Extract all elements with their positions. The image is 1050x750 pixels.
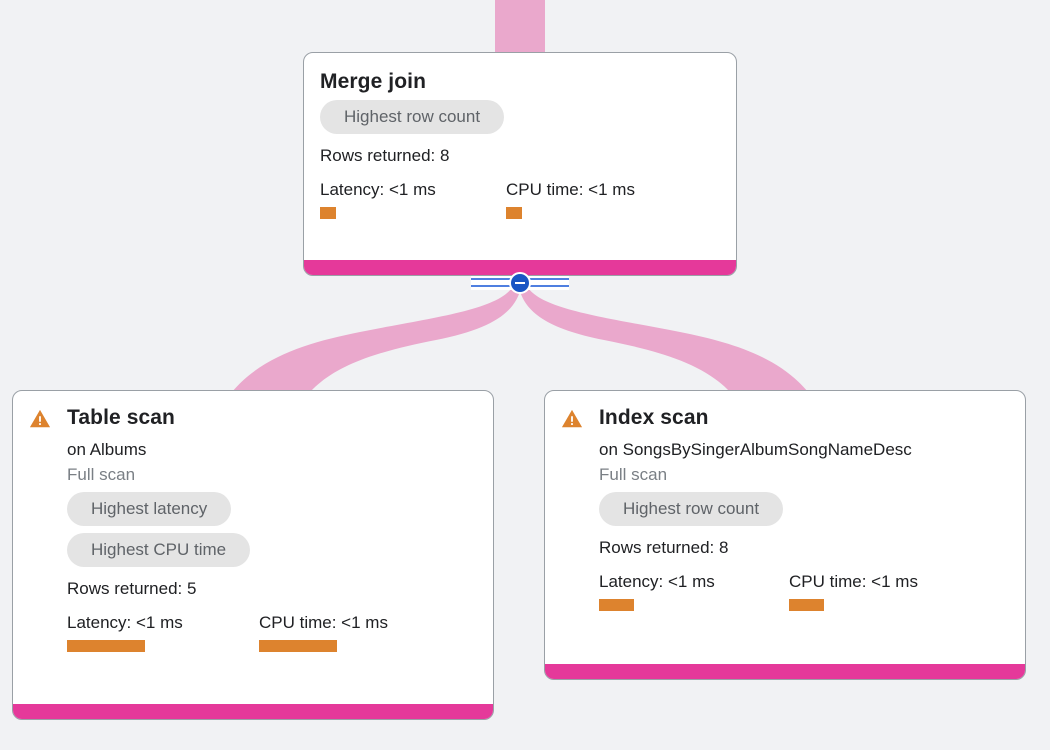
node-scan-type: Full scan	[67, 465, 136, 484]
node-merge-join-header: Merge join	[320, 69, 720, 95]
metric-latency-label: Latency: <1 ms	[320, 180, 436, 199]
metric-latency: Latency: <1 ms	[320, 179, 506, 219]
latency-bar	[67, 640, 145, 652]
node-subtitle: on Albums	[67, 440, 147, 459]
warning-triangle-icon	[561, 409, 583, 428]
warning-triangle-icon	[29, 409, 51, 428]
node-accent-bar	[13, 704, 493, 719]
rows-returned: Rows returned: 5	[67, 579, 197, 598]
metric-cpu-time: CPU time: <1 ms	[506, 179, 635, 219]
node-table-scan-chips: Highest latency Highest CPU time	[67, 492, 477, 574]
metric-cpu-time-label: CPU time: <1 ms	[506, 180, 635, 199]
chip-highest-row-count: Highest row count	[599, 492, 784, 526]
node-index-scan-body: Index scan on SongsBySingerAlbumSongName…	[545, 391, 1025, 664]
node-table-scan-header-text: Table scan on Albums Full scan Highest l…	[67, 405, 477, 652]
node-table-scan-body: Table scan on Albums Full scan Highest l…	[13, 391, 493, 704]
rows-returned: Rows returned: 8	[599, 538, 729, 557]
node-scan-type: Full scan	[599, 465, 668, 484]
node-table-scan-header: Table scan on Albums Full scan Highest l…	[29, 405, 477, 652]
node-table-scan-metrics: Latency: <1 ms CPU time: <1 ms	[67, 612, 477, 652]
chip-highest-latency: Highest latency	[67, 492, 232, 526]
cpu-time-bar	[789, 599, 824, 611]
edge-parent-to-merge-join	[495, 0, 545, 54]
edge-merge-join-to-index-scan	[519, 286, 808, 392]
node-merge-join[interactable]: Merge join Highest row count Rows return…	[303, 52, 737, 276]
node-subtitle: on SongsBySingerAlbumSongNameDesc	[599, 440, 912, 459]
chip-highest-row-count: Highest row count	[320, 100, 505, 134]
node-index-scan-header: Index scan on SongsBySingerAlbumSongName…	[561, 405, 1009, 611]
metric-cpu-time: CPU time: <1 ms	[259, 612, 388, 652]
metric-cpu-time-label: CPU time: <1 ms	[789, 572, 918, 591]
metric-cpu-time: CPU time: <1 ms	[789, 571, 918, 611]
node-merge-join-metrics: Latency: <1 ms CPU time: <1 ms	[320, 179, 720, 219]
chip-highest-cpu-time: Highest CPU time	[67, 533, 251, 567]
collapse-children-toggle[interactable]	[471, 272, 569, 294]
node-index-scan[interactable]: Index scan on SongsBySingerAlbumSongName…	[544, 390, 1026, 680]
node-index-scan-chips: Highest row count	[599, 492, 1009, 533]
node-merge-join-body: Merge join Highest row count Rows return…	[304, 53, 736, 260]
rows-returned: Rows returned: 8	[320, 146, 450, 165]
node-index-scan-header-text: Index scan on SongsBySingerAlbumSongName…	[599, 405, 1009, 611]
node-title: Index scan	[599, 406, 709, 429]
cpu-time-bar	[506, 207, 522, 219]
metric-latency: Latency: <1 ms	[67, 612, 259, 652]
metric-latency-label: Latency: <1 ms	[67, 613, 183, 632]
node-merge-join-chips: Highest row count	[320, 100, 720, 141]
node-merge-join-header-text: Merge join	[320, 69, 720, 95]
cpu-time-bar	[259, 640, 337, 652]
node-title: Table scan	[67, 406, 175, 429]
node-accent-bar	[545, 664, 1025, 679]
node-table-scan[interactable]: Table scan on Albums Full scan Highest l…	[12, 390, 494, 720]
latency-bar	[320, 207, 336, 219]
node-index-scan-metrics: Latency: <1 ms CPU time: <1 ms	[599, 571, 1009, 611]
edge-merge-join-to-table-scan	[232, 286, 521, 392]
metric-latency-label: Latency: <1 ms	[599, 572, 715, 591]
node-title: Merge join	[320, 70, 427, 93]
node-accent-bar	[304, 260, 736, 275]
metric-latency: Latency: <1 ms	[599, 571, 789, 611]
metric-cpu-time-label: CPU time: <1 ms	[259, 613, 388, 632]
minus-icon[interactable]	[509, 272, 531, 294]
latency-bar	[599, 599, 634, 611]
